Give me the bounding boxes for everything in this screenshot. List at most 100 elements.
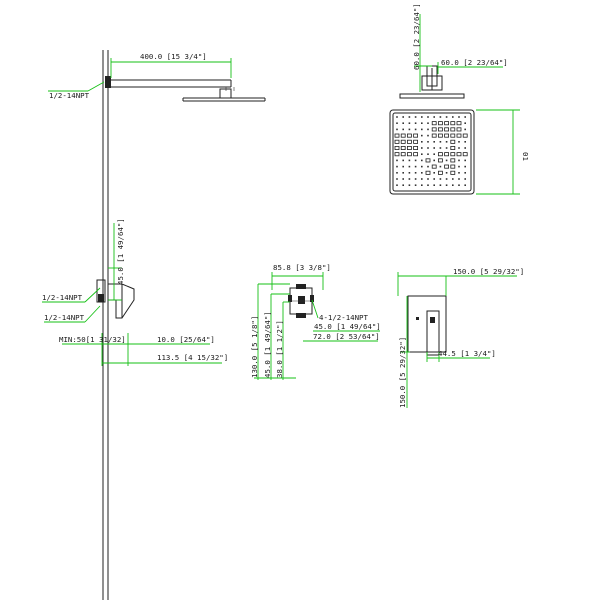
nozzle [406, 133, 412, 138]
nozzle [445, 141, 448, 143]
trim-plate [407, 295, 447, 356]
nozzle [456, 127, 462, 132]
nozzle [458, 147, 460, 149]
nozzle [427, 184, 429, 186]
nozzle [437, 170, 443, 175]
nozzle [402, 128, 404, 131]
nozzle [439, 116, 442, 118]
nozzle [445, 178, 448, 180]
nozzle [450, 139, 456, 144]
valve-body-height-dimensions: 130.0 [5 1/8"] 45.0 [1 49/64"] 38.0 [1 1… [250, 283, 296, 380]
nozzle [433, 141, 435, 143]
nozzle [394, 139, 400, 144]
nozzle [433, 116, 435, 118]
valve-body [288, 284, 314, 318]
nozzle [450, 164, 456, 169]
nozzle [402, 116, 404, 118]
nozzle [445, 172, 448, 174]
nozzle [464, 122, 466, 124]
nozzle [408, 128, 411, 131]
nozzle [400, 139, 406, 144]
body-port-label: 45.0 [1 49/64"] [314, 322, 381, 331]
nozzle [414, 172, 417, 174]
nozzle [452, 178, 454, 180]
nozzle [458, 159, 460, 162]
nozzle [402, 159, 404, 162]
nozzle [408, 159, 411, 162]
plate-width-label: 150.0 [5 29/32"] [453, 267, 524, 276]
nozzle [462, 133, 468, 138]
nozzle [396, 172, 398, 174]
nozzle [433, 172, 435, 174]
nozzle [402, 122, 404, 124]
nozzle [421, 172, 423, 174]
nozzle [425, 170, 431, 175]
nozzle [439, 184, 442, 186]
nozzle [421, 134, 423, 137]
nozzle [439, 147, 442, 149]
nozzle [427, 165, 429, 168]
nozzle [421, 128, 423, 131]
nozzle [439, 141, 442, 143]
valve-thread-callouts: 1/2-14NPT 1/2-14NPT [42, 287, 101, 323]
nozzle [400, 145, 406, 150]
nozzle [437, 158, 443, 163]
nozzle [458, 165, 460, 168]
nozzle [427, 122, 429, 124]
nozzle [421, 159, 423, 162]
head-mount [399, 65, 465, 99]
head-depth-dimension: 60.0 [2 23/64"] [412, 3, 432, 92]
nozzle [433, 153, 435, 155]
nozzle [396, 165, 398, 168]
wall-min-label: MIN:50[1 31/32] [59, 335, 126, 344]
nozzle [450, 127, 456, 132]
nozzle [414, 165, 417, 168]
nozzle [427, 141, 429, 143]
nozzle [437, 133, 443, 138]
nozzle [408, 178, 411, 180]
nozzle [394, 145, 400, 150]
nozzle [458, 141, 460, 143]
nozzle [427, 128, 429, 131]
nozzle [421, 147, 423, 149]
nozzle [414, 178, 417, 180]
nozzle [414, 116, 417, 118]
nozzle [396, 178, 398, 180]
body-h1-label: 130.0 [5 1/8"] [250, 316, 259, 378]
nozzle [445, 184, 448, 186]
valve-body-view: 85.8 [3 3/8"] 4-1/2-14NPT 45.0 [1 49/64"… [250, 263, 381, 380]
nozzle [445, 159, 448, 162]
nozzle [402, 184, 404, 186]
nozzle [458, 172, 460, 174]
nozzle [425, 158, 431, 163]
nozzle [456, 121, 462, 126]
nozzle [406, 139, 412, 144]
nozzle [408, 172, 411, 174]
nozzle [414, 128, 417, 131]
nozzle [394, 152, 400, 157]
nozzle [464, 184, 466, 186]
shower-head [182, 88, 266, 102]
nozzle [452, 184, 454, 186]
nozzle [427, 153, 429, 155]
head-view: 60.0 [2 23/64"] 60.0 [2 23/64"] 01 [389, 3, 530, 195]
nozzle [464, 159, 466, 162]
body-thread-label: 4-1/2-14NPT [319, 313, 368, 322]
head-side-label: 01 [521, 152, 530, 161]
arm-thread-callout: 1/2-14NPT [48, 81, 105, 100]
nozzle [450, 145, 456, 150]
nozzle [414, 159, 417, 162]
nozzle-pattern [394, 116, 468, 186]
nozzle [414, 122, 417, 124]
nozzle [445, 116, 448, 118]
nozzle [413, 145, 419, 150]
nozzle [396, 116, 398, 118]
valve-thread-lower-label: 1/2-14NPT [44, 313, 85, 322]
nozzle [444, 152, 450, 157]
nozzle [427, 116, 429, 118]
nozzle [450, 121, 456, 126]
trim-plate-height-dimension: 150.0 [5 29/32"] [398, 296, 410, 408]
handle-width-label: 44.5 [1 3/4"] [438, 349, 496, 358]
valve-body-thread-callout: 4-1/2-14NPT 45.0 [1 49/64"] 72.0 [2 53/6… [303, 299, 381, 342]
